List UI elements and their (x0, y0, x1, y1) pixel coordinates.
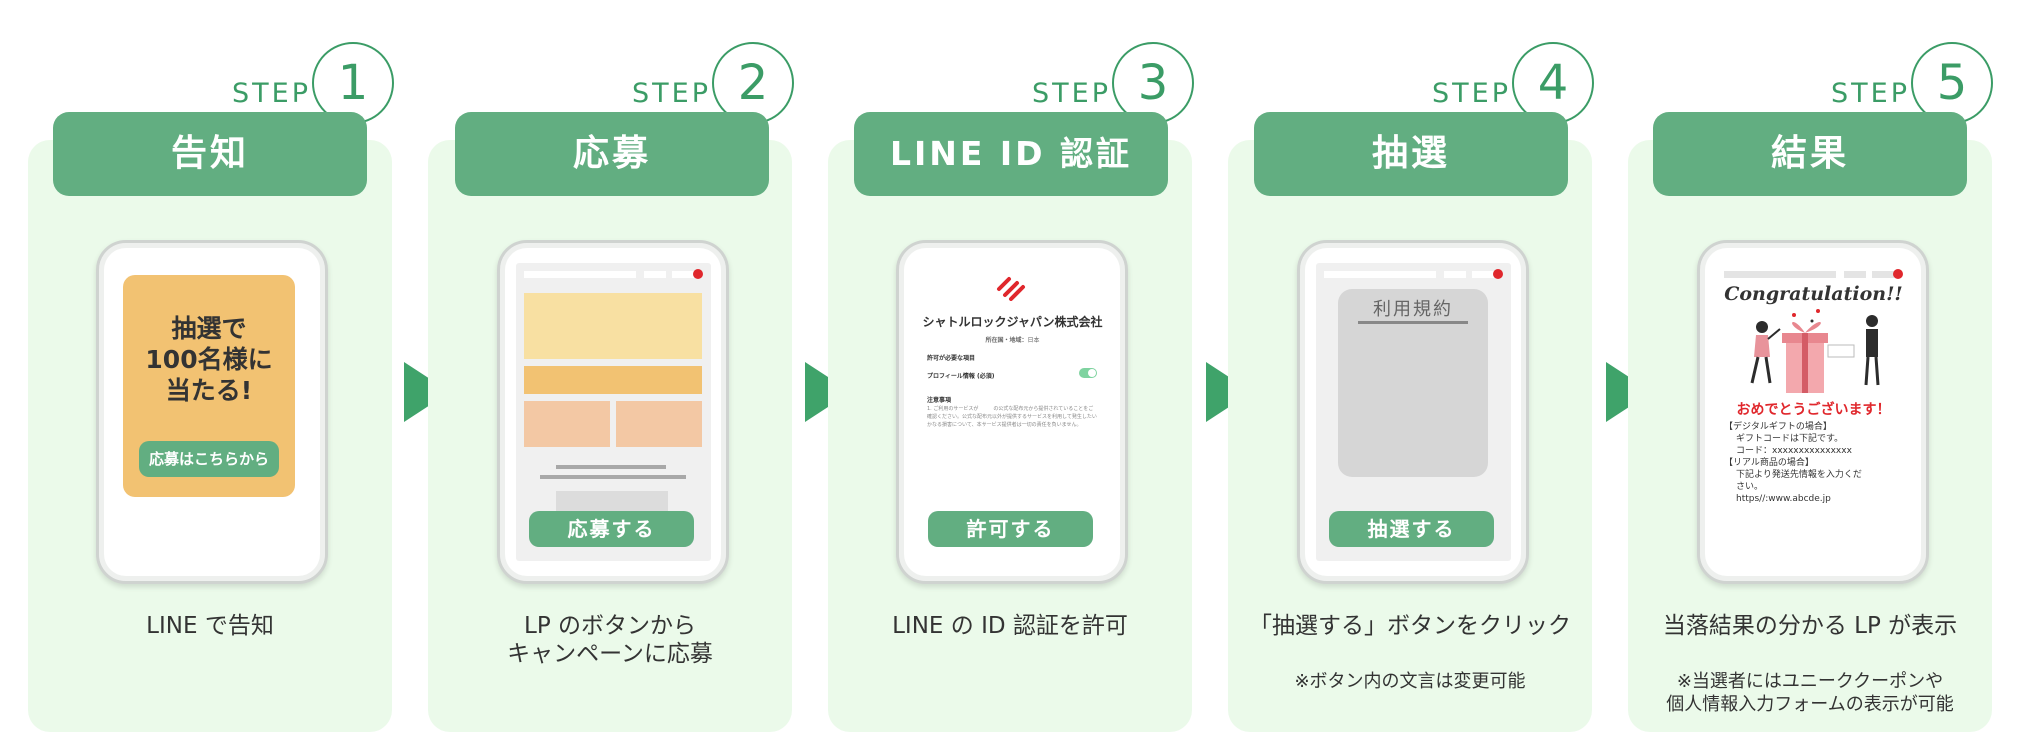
step-header-1: 告知 (53, 112, 367, 196)
step-description-1: LINE で告知 (28, 612, 392, 640)
step-number-circle-1: 1 (312, 42, 394, 124)
company-name: シャトルロックジャパン株式会社 (922, 315, 1103, 329)
phone-mockup-5: Congratulation!! おめでとうございます！ 【デジタルギフトの場合… (1697, 240, 1929, 584)
result-details: 【デジタルギフトの場合】 ギフトコードは下記です。 コード：xxxxxxxxxx… (1724, 421, 1908, 505)
step-description-4: 「抽選する」ボタンをクリック (1228, 612, 1592, 640)
terms-panel[interactable]: 利用規約 (1338, 289, 1488, 477)
lp-text-line (556, 465, 666, 469)
result-line: 【リアル商品の場合】 (1724, 458, 1814, 468)
step-header-4: 抽選 (1254, 112, 1568, 196)
company-logo-icon (997, 277, 1025, 301)
phone-screen-3: シャトルロックジャパン株式会社 所在国・地域：日本 許可が必要な項目 プロフィー… (915, 263, 1110, 561)
phone-mockup-3: シャトルロックジャパン株式会社 所在国・地域：日本 許可が必要な項目 プロフィー… (896, 240, 1128, 584)
banner-line-2: 100名様に (145, 345, 273, 374)
step-label-1: STEP (232, 78, 311, 109)
permission-title: 許可が必要な項目 (927, 355, 976, 362)
description-line: LINE で告知 (146, 613, 274, 639)
result-line: さい。 (1736, 482, 1764, 492)
step-label-2: STEP (632, 78, 711, 109)
step-label-4: STEP (1432, 78, 1511, 109)
step-note-4: ※ボタン内の文言は変更可能 (1228, 670, 1592, 693)
allow-button[interactable]: 許可する (928, 511, 1093, 547)
gift-celebration-illustration (1750, 309, 1880, 393)
record-dot-icon (1893, 269, 1903, 279)
browser-bar (524, 269, 703, 279)
step-description-3: LINE の ID 認証を許可 (828, 612, 1192, 640)
step-note-5: ※当選者にはユニーククーポンや 個人情報入力フォームの表示が可能 (1628, 670, 1992, 716)
note-line: 個人情報入力フォームの表示が可能 (1666, 694, 1954, 715)
result-link[interactable]: https//:www.abcde.jp (1736, 494, 1831, 504)
permission-toggle[interactable] (1079, 368, 1097, 378)
lp-text-line (540, 475, 686, 479)
lp-placeholder-block (556, 491, 668, 513)
phone-screen-2: 応募する (516, 263, 711, 561)
step-description-5: 当落結果の分かる LP が表示 (1628, 612, 1992, 640)
description-line: LINE の ID 認証を許可 (892, 613, 1128, 639)
apply-button[interactable]: 応募する (529, 511, 694, 547)
lp-orange-block (524, 366, 702, 394)
phone-mockup-2: 応募する (497, 240, 729, 584)
step-header-5: 結果 (1653, 112, 1967, 196)
notes-title: 注意事項 (927, 397, 952, 404)
result-headline: おめでとうございます！ (1736, 402, 1891, 418)
lp-block-right (616, 401, 702, 447)
draw-button[interactable]: 抽選する (1329, 511, 1494, 547)
result-line: ギフトコードは下記です。 (1736, 434, 1844, 444)
step-label-5: STEP (1831, 78, 1910, 109)
country-label: 所在国・地域： (985, 337, 1028, 344)
country-row: 所在国・地域：日本 (915, 335, 1110, 344)
banner-line-3: 当たる! (165, 376, 253, 405)
result-line: 【デジタルギフトの場合】 (1724, 422, 1832, 432)
browser-bar (1324, 269, 1503, 279)
country-value: 日本 (1027, 337, 1040, 344)
phone-screen-5: Congratulation!! おめでとうございます！ 【デジタルギフトの場合… (1716, 263, 1911, 561)
result-line: 下記より発送先情報を入力くだ (1736, 470, 1862, 480)
note-line: ※ボタン内の文言は変更可能 (1294, 671, 1526, 692)
browser-bar (1724, 269, 1903, 279)
campaign-banner: 抽選で 100名様に 当たる! 応募はこちらから (123, 275, 295, 497)
record-dot-icon (693, 269, 703, 279)
terms-title: 利用規約 (1373, 299, 1453, 320)
lp-block-left (524, 401, 610, 447)
phone-mockup-1: 抽選で 100名様に 当たる! 応募はこちらから (96, 240, 328, 584)
step-label-3: STEP (1032, 78, 1111, 109)
note-line: ※当選者にはユニーククーポンや (1676, 671, 1944, 692)
notes-text: 1. ご利用のサービスが の公式な配布元から提供されていることをご確認ください。… (927, 406, 1097, 428)
lp-hero-block (524, 293, 702, 359)
phone-screen-4: 利用規約 抽選する (1316, 263, 1511, 561)
step-number-circle-3: 3 (1112, 42, 1194, 124)
banner-headline: 抽選で 100名様に 当たる! (123, 313, 295, 406)
phone-screen-1: 抽選で 100名様に 当たる! 応募はこちらから (115, 263, 310, 561)
description-line: 当落結果の分かる LP が表示 (1662, 613, 1958, 639)
description-line: LP のボタンから (524, 613, 696, 639)
step-header-2: 応募 (455, 112, 769, 196)
description-line: キャンペーンに応募 (507, 641, 713, 667)
description-line: 「抽選する」ボタンをクリック (1249, 613, 1571, 639)
result-line: コード：xxxxxxxxxxxxxxx (1736, 446, 1852, 456)
banner-apply-button[interactable]: 応募はこちらから (139, 441, 279, 477)
phone-mockup-4: 利用規約 抽選する (1297, 240, 1529, 584)
step-description-2: LP のボタンから キャンペーンに応募 (428, 612, 792, 668)
step-header-3: LINE ID 認証 (854, 112, 1168, 196)
permission-item: プロフィール情報 (必須) (927, 373, 995, 380)
banner-line-1: 抽選で (171, 314, 247, 343)
record-dot-icon (1493, 269, 1503, 279)
terms-underline (1358, 321, 1468, 324)
congratulation-heading: Congratulation!! (1724, 283, 1903, 305)
arrow-icon-1 (404, 362, 450, 422)
